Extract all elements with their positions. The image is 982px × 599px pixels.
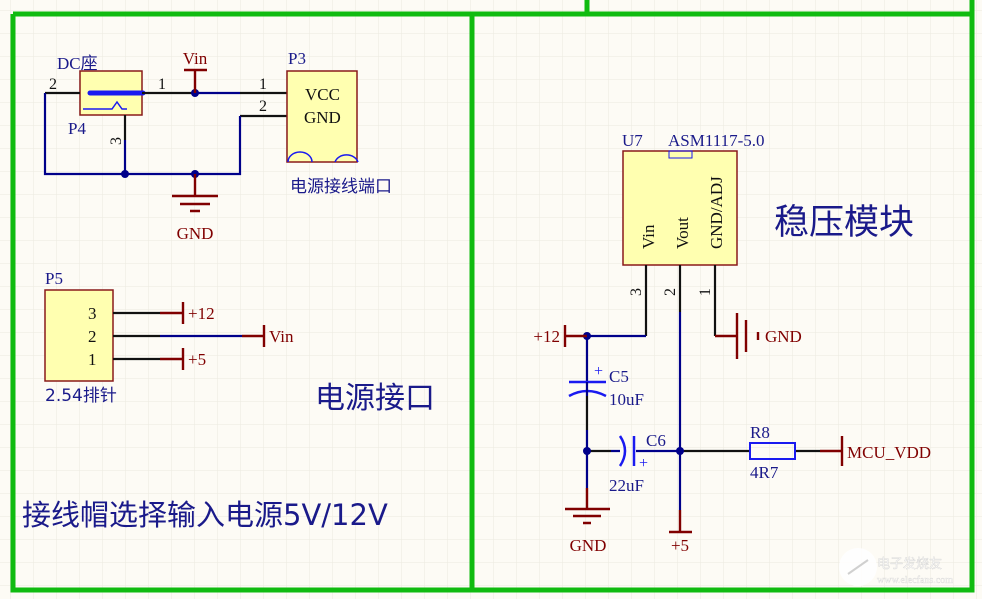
u7-pin2-label: 2 <box>662 288 679 296</box>
p3-screw-marks <box>287 151 359 163</box>
p3-pin1-label: 1 <box>259 76 267 93</box>
p3-body <box>286 70 358 163</box>
plus12-power-port: +12 <box>533 325 587 347</box>
p3-pin-vcc: VCC <box>305 85 340 104</box>
c6-curved-plate <box>618 435 627 467</box>
p4-pin2-label: 2 <box>49 76 57 93</box>
mcu-vdd-net-label: MCU_VDD <box>847 443 931 462</box>
mcu-vdd-port: MCU_VDD <box>820 436 931 466</box>
p5-pin1-label: 1 <box>88 350 97 369</box>
regulator-wires <box>583 265 820 510</box>
u7-pin-vin: Vin <box>639 224 658 249</box>
watermark: 电子发烧友 www.elecfans.com <box>839 548 953 586</box>
vin-net-label: Vin <box>183 49 208 68</box>
p5-header: P5 3 2 1 +12 Vin +5 2.54排针 <box>44 269 294 406</box>
gnd-right-net-label: GND <box>765 327 802 346</box>
p5-description: 2.54排针 <box>45 386 117 406</box>
watermark-text: 电子发烧友 <box>877 556 942 571</box>
p3-terminal: P3 VCC GND 1 2 电源接线端口 <box>259 49 392 197</box>
p5-pin2-label: 2 <box>88 327 97 346</box>
c5-capacitor: + C5 10uF <box>568 363 644 409</box>
power-interface-title: 电源接口 <box>315 381 435 416</box>
c6-capacitor: + C6 22uF <box>609 431 666 495</box>
u7-pin-gnd-adj: GND/ADJ <box>707 176 726 249</box>
c5-ref: C5 <box>609 367 629 386</box>
p4-name: DC座 <box>57 54 98 73</box>
p4-pin3-label: 3 <box>108 137 125 145</box>
gnd-symbol-top: GND <box>172 174 218 243</box>
u7-regulator: U7 ASM1117-5.0 Vin Vout GND/ADJ 3 2 1 <box>622 131 765 296</box>
p4-pin1-label: 1 <box>158 76 166 93</box>
jumper-note: 接线帽选择输入电源5V/12V <box>22 498 388 532</box>
r8-body <box>749 442 796 460</box>
p5-pin3-label: 3 <box>88 304 97 323</box>
p5-net-plus5: +5 <box>188 350 206 369</box>
p3-description: 电源接线端口 <box>290 177 392 197</box>
p4-dc-jack: DC座 P4 1 2 3 <box>49 54 166 145</box>
u7-pin1-label: 1 <box>697 288 714 296</box>
junction <box>121 170 129 178</box>
p3-ref: P3 <box>288 49 306 68</box>
u7-pin3-label: 3 <box>628 288 645 296</box>
u7-part: ASM1117-5.0 <box>668 131 765 150</box>
c6-polarity: + <box>639 455 648 472</box>
u7-pin-vout: Vout <box>673 217 692 249</box>
r8-ref: R8 <box>750 423 770 442</box>
p5-ref: P5 <box>45 269 63 288</box>
gnd-symbol-bottom: GND <box>565 488 610 555</box>
u7-body <box>622 150 738 266</box>
r8-value: 4R7 <box>750 463 779 482</box>
plus5-net-label: +5 <box>671 536 689 555</box>
c6-ref: C6 <box>646 431 666 450</box>
p4-spring <box>83 100 127 110</box>
gnd-net-label: GND <box>177 224 214 243</box>
plus12-net-label: +12 <box>533 327 560 346</box>
u7-ref: U7 <box>622 131 643 150</box>
regulator-title: 稳压模块 <box>774 203 914 243</box>
p3-pin2-label: 2 <box>259 98 267 115</box>
c5-polarity: + <box>594 363 603 380</box>
gnd-symbol-right: GND <box>735 313 802 359</box>
plus5-power-port: +5 <box>669 510 692 555</box>
gnd-bottom-net-label: GND <box>570 536 607 555</box>
c6-value: 22uF <box>609 476 644 495</box>
u7-notch <box>668 150 693 159</box>
vin-power-port: Vin <box>183 49 208 93</box>
c5-value: 10uF <box>609 390 644 409</box>
junction <box>676 447 684 455</box>
sheet-borders <box>10 0 975 593</box>
p5-net-vin: Vin <box>269 327 294 346</box>
p4-ref: P4 <box>68 119 86 138</box>
junction <box>583 447 591 455</box>
watermark-url: www.elecfans.com <box>877 575 953 586</box>
p5-body <box>44 289 114 382</box>
p3-pin-gnd: GND <box>304 108 341 127</box>
r8-resistor: R8 4R7 <box>749 423 796 482</box>
p5-net-plus12: +12 <box>188 304 215 323</box>
